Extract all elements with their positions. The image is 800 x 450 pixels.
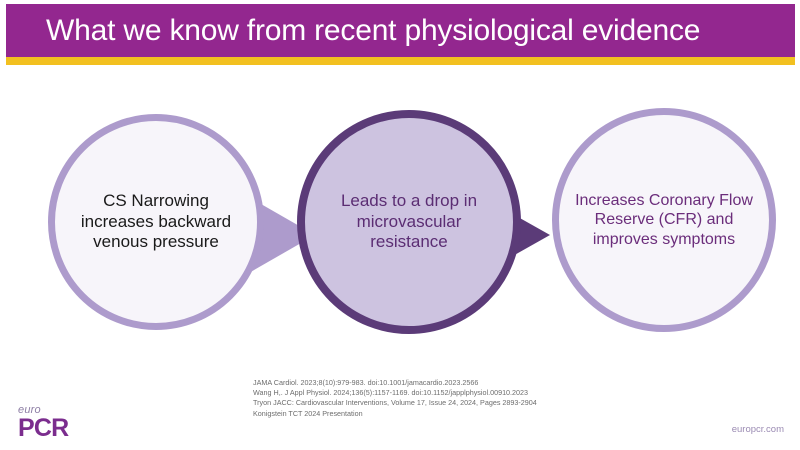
reference-item: Konigstein TCT 2024 Presentation — [253, 408, 363, 418]
header-accent-rule — [6, 57, 795, 65]
reference-item: JAMA Cardiol. 2023;8(10):979-983. doi:10… — [253, 378, 479, 387]
flow-step-one: CS Narrowing increases backward venous p… — [48, 114, 264, 330]
reference-list: JAMA Cardiol. 2023;8(10):979-983. doi:10… — [253, 378, 673, 419]
flow-step-three: Increases Coronary Flow Reserve (CFR) an… — [552, 108, 776, 332]
process-flow-diagram: CS Narrowing increases backward venous p… — [0, 70, 800, 370]
europcr-logo: euro PCR — [18, 404, 88, 444]
flow-step-two: Leads to a drop in microvascular resista… — [297, 110, 521, 334]
reference-item: Wang H,. J Appl Physiol. 2024;136(5):115… — [253, 388, 529, 398]
logo-pcr-text: PCR — [18, 414, 69, 442]
page-title: What we know from recent physiological e… — [46, 13, 701, 47]
site-url-text: europcr.com — [731, 424, 784, 435]
flow-step-two-label: Leads to a drop in microvascular resista… — [340, 190, 478, 252]
logo-euro-text: euro — [18, 404, 41, 416]
reference-item: Tryon JACC: Cardiovascular Interventions… — [253, 398, 537, 408]
flow-step-one-label: CS Narrowing increases backward venous p… — [80, 190, 232, 252]
header-band: What we know from recent physiological e… — [6, 4, 795, 57]
flow-step-three-label: Increases Coronary Flow Reserve (CFR) an… — [575, 191, 753, 248]
